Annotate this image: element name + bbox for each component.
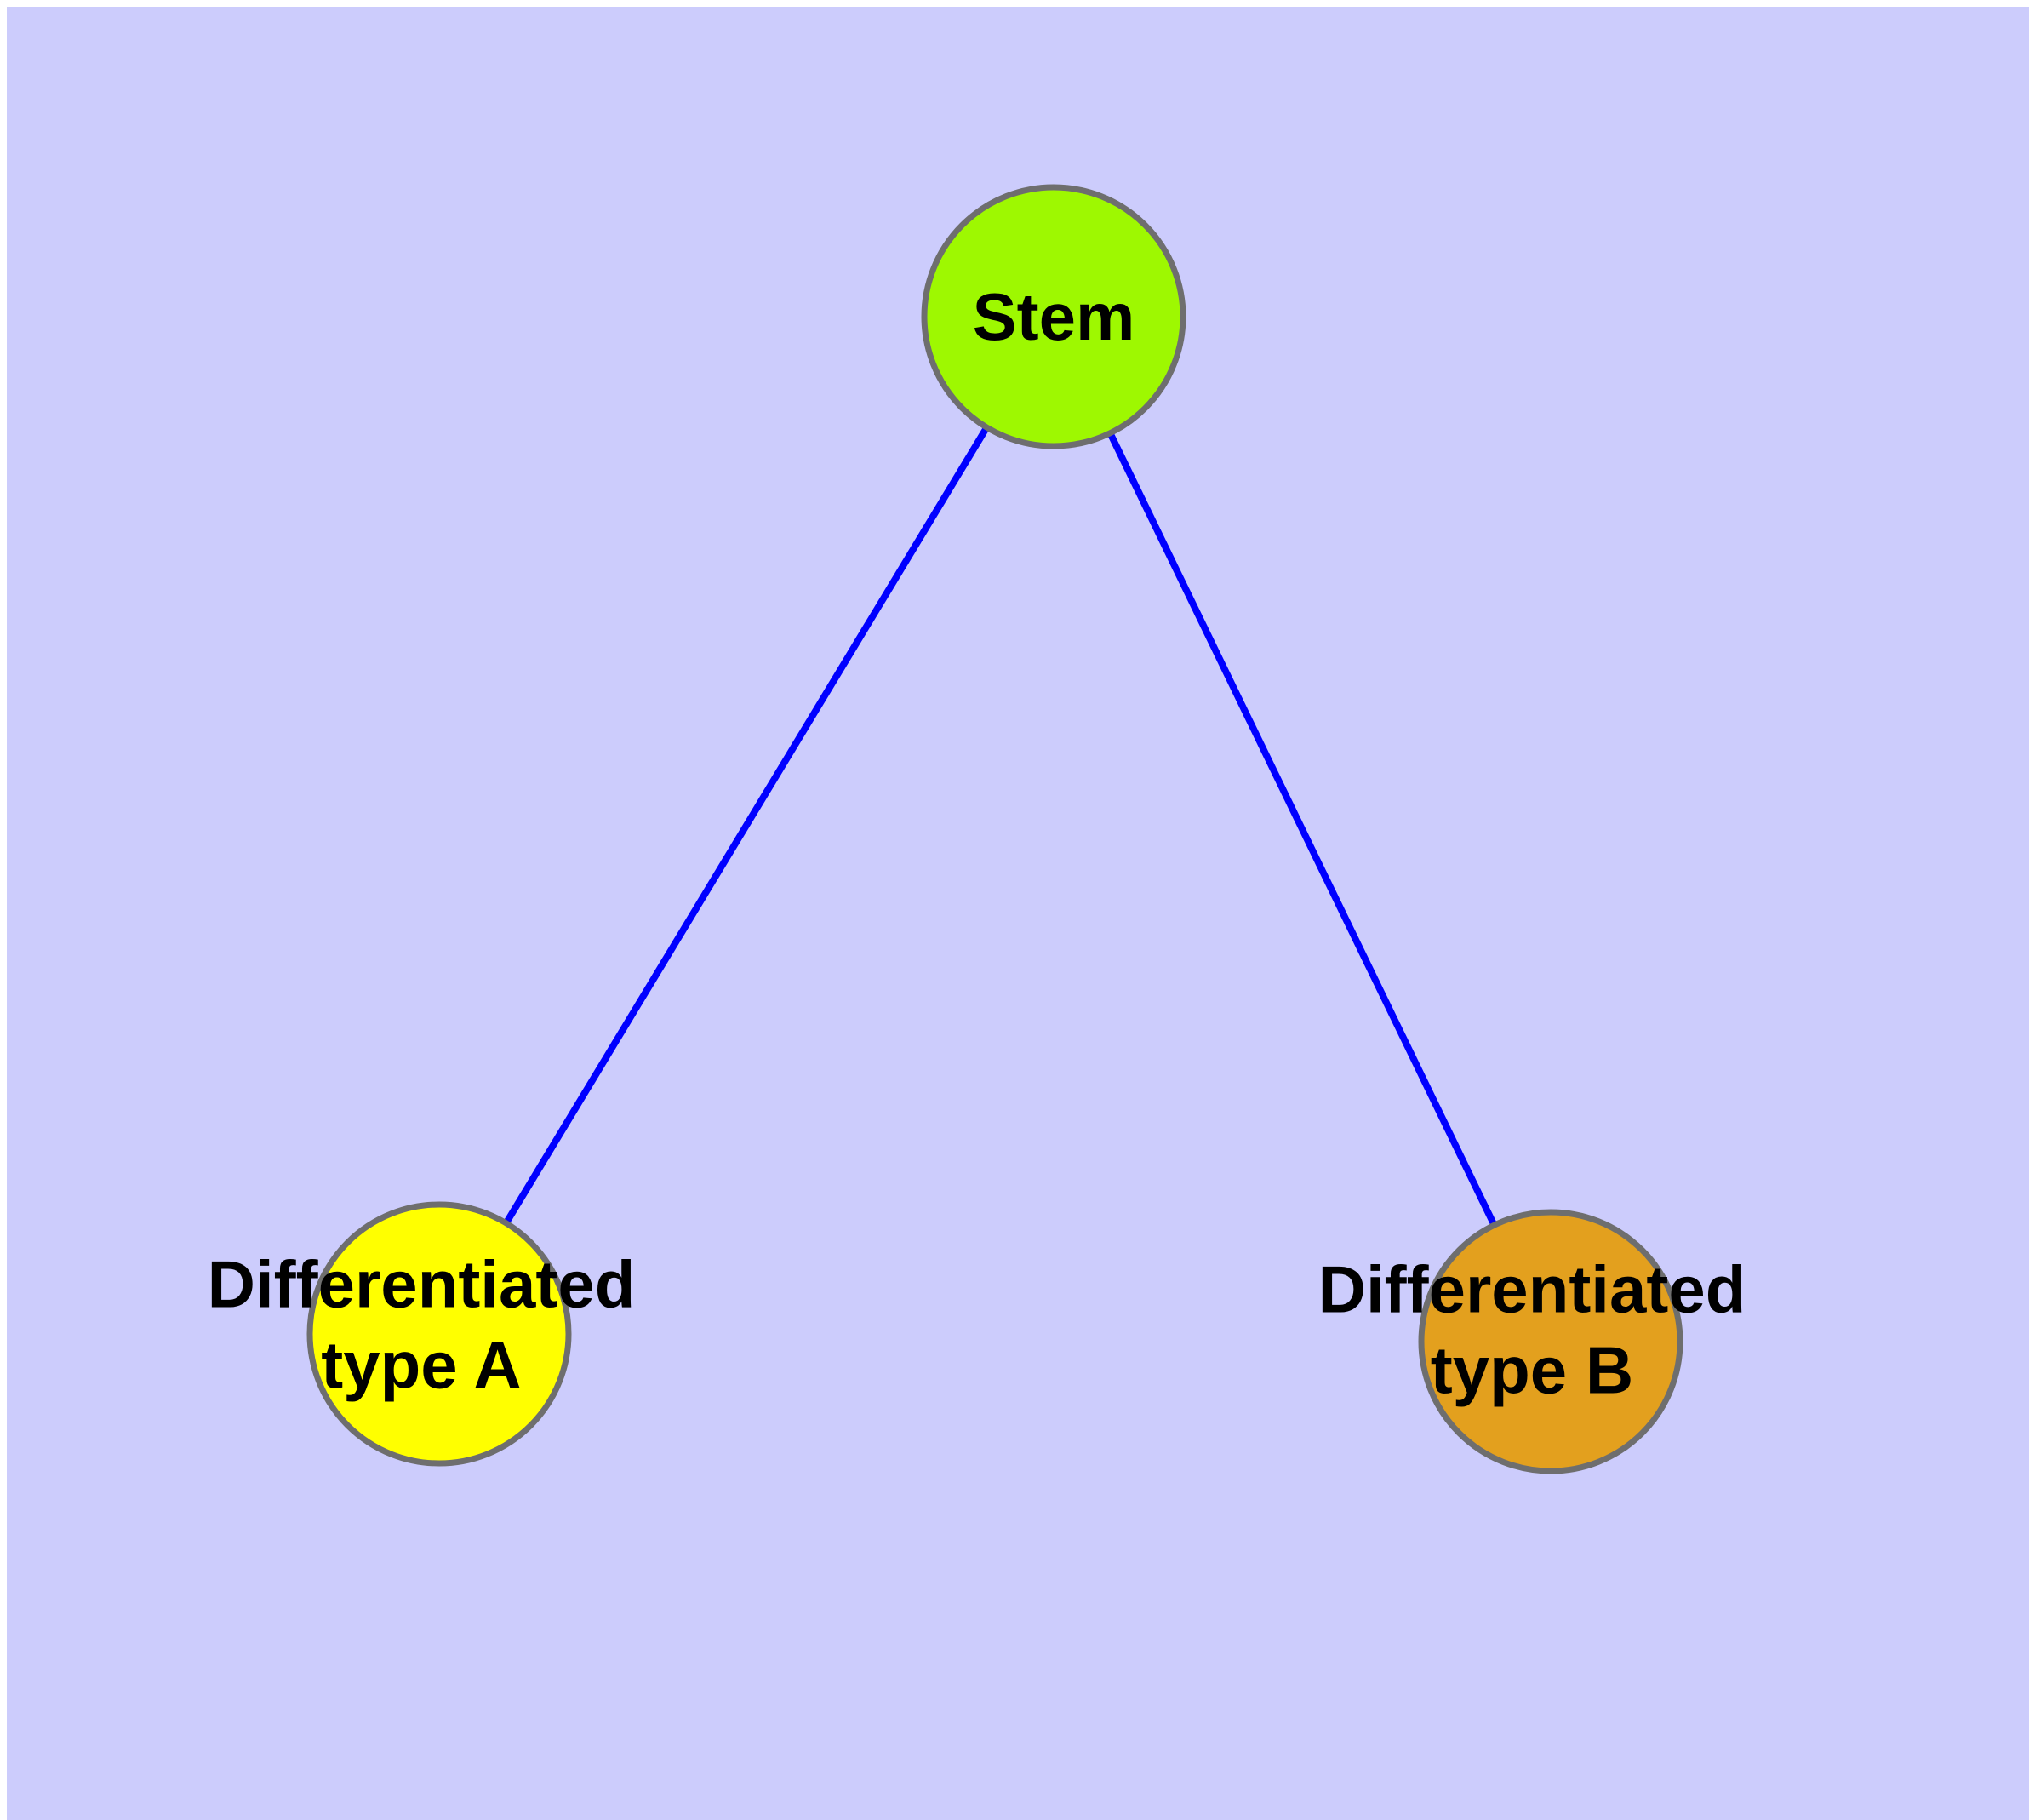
node-diff_a[interactable]: [306, 1201, 572, 1467]
node-label-line: type B: [1431, 1333, 1633, 1408]
edge-stem-diff-b[interactable]: [1106, 430, 1499, 1228]
node-label-stem: Stem: [973, 279, 1135, 354]
node-stem[interactable]: [921, 184, 1186, 449]
edges-layer: [502, 424, 1499, 1228]
node-label-line: Differentiated: [208, 1246, 636, 1321]
edge-stem-diff-a[interactable]: [502, 424, 991, 1227]
nodes-layer: [306, 184, 1683, 1474]
node-label-line: Stem: [973, 279, 1135, 354]
node-diff_b[interactable]: [1418, 1209, 1683, 1474]
node-label-line: Differentiated: [1318, 1251, 1746, 1326]
node-label-line: type A: [321, 1328, 522, 1403]
